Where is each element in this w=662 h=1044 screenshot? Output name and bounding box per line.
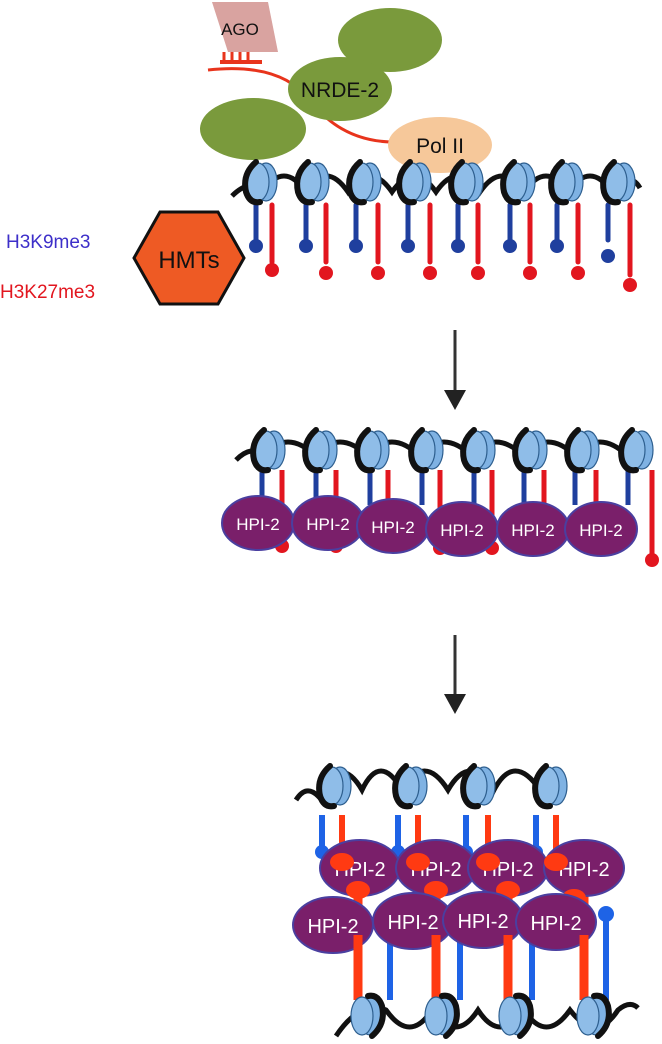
hpi2-upper-row3: HPI-2 HPI-2 HPI-2 HPI-2 (319, 839, 625, 897)
ago-protein: AGO (212, 2, 278, 52)
hpi2-protein: HPI-2 (356, 498, 430, 554)
hpi2-label: HPI-2 (530, 913, 581, 935)
hpi2-label: HPI-2 (387, 912, 438, 934)
arrow-2 (444, 635, 466, 714)
pol2-label: Pol II (416, 135, 464, 158)
h3k27me3-legend: H3K27me3 (0, 282, 95, 303)
hpi2-protein: HPI-2 (291, 495, 365, 551)
panel-1-rnai-recruitment: AGO NRDE-2 Pol II (0, 2, 643, 306)
nucleosomes-row2 (253, 430, 653, 470)
hpi2-protein: HPI-2 (425, 501, 499, 557)
hpi2-protein: HPI-2 (496, 501, 570, 557)
bridging-tails-front-row3 (353, 935, 589, 1000)
hpi2-protein: HPI-2 (292, 896, 374, 954)
panel-3-chromatin-compaction: HPI-2 HPI-2 HPI-2 HPI-2 HPI-2 HPI-2 HPI-… (292, 766, 640, 1036)
hpi2-protein: HPI-2 (221, 495, 295, 551)
h3k9me3-legend: H3K9me3 (6, 232, 91, 253)
arrow-1 (444, 330, 466, 410)
nrde2-protein: NRDE-2 (288, 57, 392, 121)
hpi2-label: HPI-2 (306, 515, 349, 534)
hpi2-label: HPI-2 (440, 521, 483, 540)
ago-label: AGO (221, 20, 259, 39)
hpi2-lower-row3: HPI-2 HPI-2 HPI-2 HPI-2 (292, 891, 597, 954)
hpi2-label: HPI-2 (236, 515, 279, 534)
hpi2-label: HPI-2 (558, 859, 609, 881)
hmts-label: HMTs (158, 247, 219, 274)
nrde2-label: NRDE-2 (301, 79, 379, 102)
hpi2-protein: HPI-2 (515, 893, 597, 951)
hpi2-label: HPI-2 (457, 911, 508, 933)
green-protein-left (200, 98, 306, 160)
green-protein-top (338, 8, 442, 72)
hpi2-row2: HPI-2 HPI-2 HPI-2 HPI-2 HPI-2 HPI-2 (221, 495, 638, 557)
h3k9me3-marks-row1 (249, 239, 615, 263)
hpi2-label: HPI-2 (511, 521, 554, 540)
histone-tails-row1 (253, 202, 633, 278)
hpi2-protein: HPI-2 (372, 892, 454, 950)
pol2-protein: Pol II (388, 117, 492, 173)
hpi2-protein: HPI-2 (564, 501, 638, 557)
hpi2-label: HPI-2 (371, 518, 414, 537)
hpi2-protein: HPI-2 (442, 891, 524, 949)
hpi2-label: HPI-2 (579, 521, 622, 540)
hpi2-protein: HPI-2 (543, 839, 625, 897)
h3k27me3-marks-row1 (265, 263, 637, 292)
panel-2-hpi2-binding: HPI-2 HPI-2 HPI-2 HPI-2 HPI-2 HPI-2 (221, 430, 659, 567)
small-rna-bases (222, 52, 250, 62)
hmts-protein: HMTs (132, 210, 246, 306)
hpi2-label: HPI-2 (307, 916, 358, 938)
